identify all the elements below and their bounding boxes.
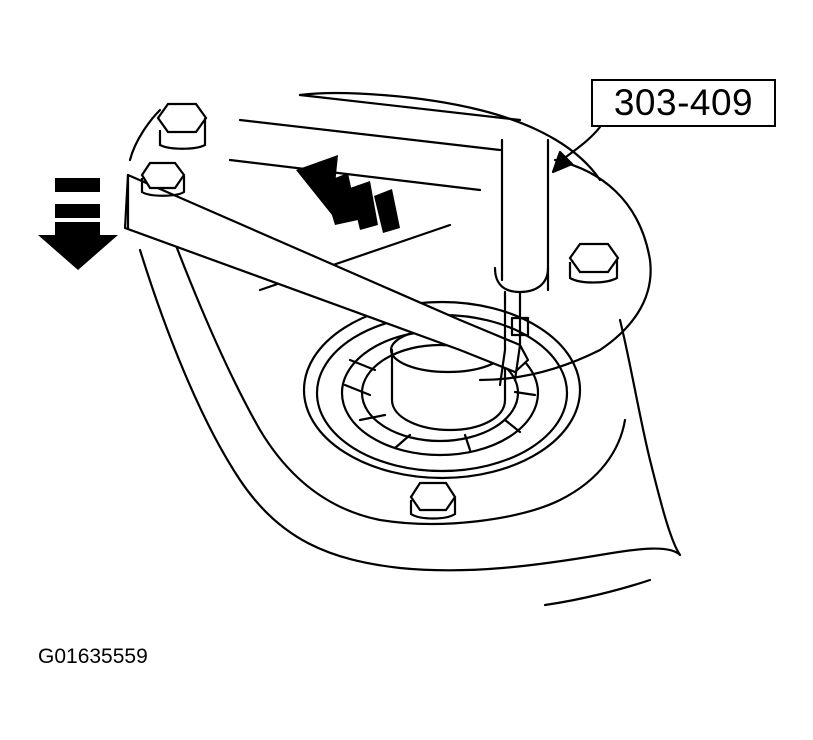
direction-arrow-down-icon (38, 178, 118, 270)
special-tool-shaft (500, 138, 550, 292)
figure-id: G01635559 (38, 645, 148, 668)
pry-bar (123, 173, 530, 374)
direction-arrow-left-icon (296, 155, 400, 233)
housing-right-flange (478, 158, 652, 382)
callout-arrow-icon (551, 150, 574, 174)
tool-callout-label: 303-409 (591, 79, 776, 127)
housing-ridge-lines (228, 93, 522, 292)
seal-outer-ring (302, 300, 582, 480)
callout-leader (560, 125, 602, 162)
housing-inner-edge (148, 173, 627, 526)
seal-ribs (343, 358, 537, 452)
special-tool-hook (510, 316, 530, 337)
bolt-head-icon (156, 102, 208, 150)
bolt-head-icon (409, 481, 457, 520)
housing-top-flange (298, 92, 602, 182)
bolt-head-icon (568, 242, 620, 284)
bolt-head-icon (140, 161, 186, 197)
housing-outline (128, 108, 682, 607)
shaft-body (390, 348, 507, 432)
